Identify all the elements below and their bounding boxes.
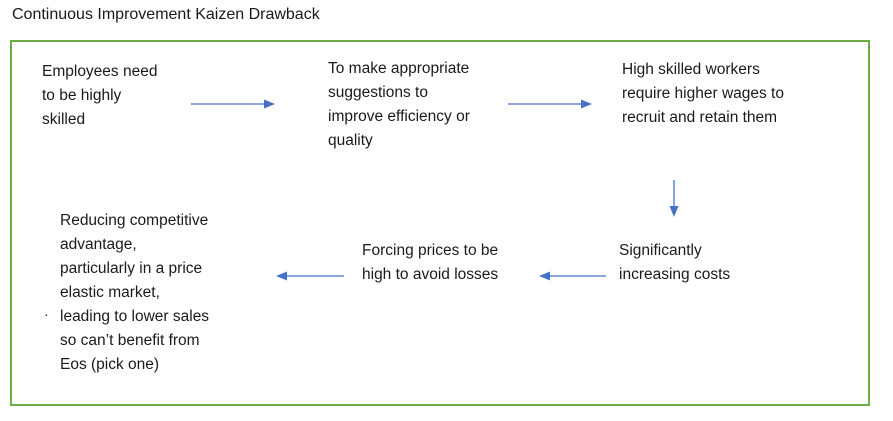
node-text-line: quality	[328, 132, 373, 149]
node-text-line: improve efficiency or	[328, 108, 470, 125]
diagram-frame	[10, 40, 870, 406]
node-text-line: Significantly	[619, 242, 702, 259]
node-text-line: high to avoid losses	[362, 266, 499, 283]
node-suggestions: To make appropriate suggestions to impro…	[328, 57, 470, 153]
node-text-line: elastic market,	[60, 284, 160, 301]
node-text-line: advantage,	[60, 236, 137, 253]
node-text-line: recruit and retain them	[622, 109, 778, 126]
node-text-line: to be highly	[42, 87, 122, 104]
node-text-line: skilled	[42, 111, 86, 128]
node-increasing-costs: Significantly increasing costs	[619, 239, 730, 287]
node-text-line: High skilled workers	[622, 61, 760, 78]
node-competitive-advantage: Reducing competitive advantage, particul…	[60, 209, 209, 377]
node-text-line: so can’t benefit from	[60, 332, 200, 349]
node-text-line: particularly in a price	[60, 260, 203, 277]
node-text-line: Employees need	[42, 63, 158, 80]
node-text-line: increasing costs	[619, 266, 731, 283]
node-text-line: require higher wages to	[622, 85, 784, 102]
node-text-line: leading to lower sales	[60, 308, 210, 325]
node-text-line: To make appropriate	[328, 60, 470, 77]
node-text-line: Reducing competitive	[60, 212, 209, 229]
node-text-line: Forcing prices to be	[362, 242, 499, 259]
node-higher-wages: High skilled workers require higher wage…	[622, 58, 784, 130]
node-text-line: Eos (pick one)	[60, 356, 160, 373]
node-text-line: suggestions to	[328, 84, 428, 101]
bullet-mark: ·	[44, 306, 49, 322]
diagram-title: Continuous Improvement Kaizen Drawback	[12, 6, 320, 23]
node-forcing-prices: Forcing prices to be high to avoid losse…	[362, 239, 498, 287]
node-employees-skilled: Employees need to be highly skilled	[42, 60, 157, 132]
